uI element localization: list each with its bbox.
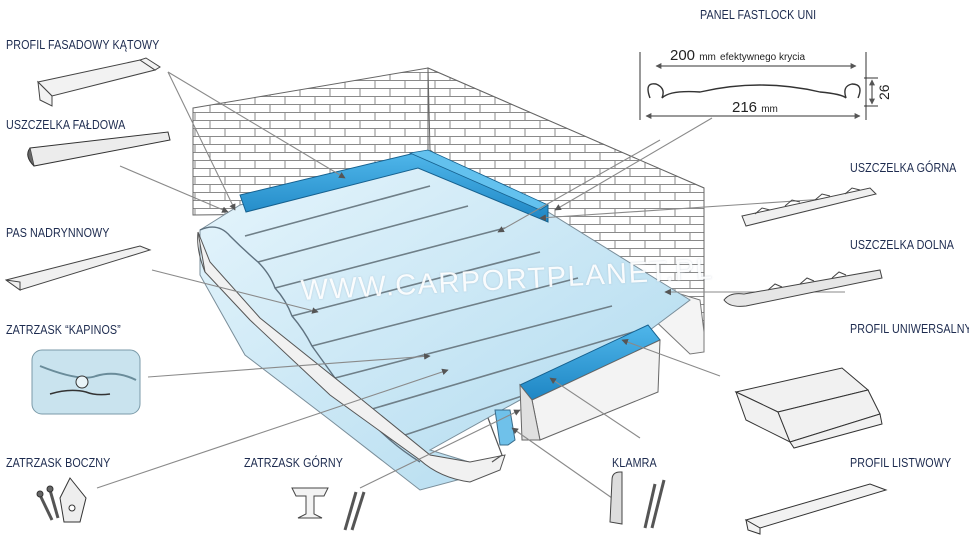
- label-profil-uniwersalny: PROFIL UNIWERSALNY: [850, 322, 969, 336]
- uszczelka-dolna-thumbnail: [723, 269, 883, 307]
- label-uszczelka-dolna: USZCZELKA DOLNA: [850, 238, 955, 252]
- panel-height-label: 26: [876, 84, 892, 100]
- width-unit: mm: [761, 104, 778, 115]
- label-uszczelka-gorna: USZCZELKA GÓRNA: [850, 161, 957, 175]
- label-panel-fastlock: PANEL FASTLOCK UNI: [700, 8, 817, 22]
- profil-fasadowy-thumbnail: [36, 57, 161, 107]
- label-profil-fasadowy: PROFIL FASADOWY KĄTOWY: [6, 38, 160, 52]
- panel-cross-section: [639, 52, 878, 120]
- cover-caption: efektywnego krycia: [720, 52, 806, 63]
- profil-uniwersalny-thumbnail: [734, 367, 883, 449]
- uszczelka-faldowa-thumbnail: [27, 131, 171, 167]
- side-snap-detail: [487, 409, 516, 463]
- label-pas-nadrynnowy: PAS NADRYNNOWY: [6, 226, 110, 240]
- label-zatrzask-gorny: ZATRZASK GÓRNY: [244, 456, 343, 470]
- klamra-thumbnail: [609, 471, 666, 529]
- profil-listwowy-thumbnail: [744, 483, 888, 535]
- label-zatrzask-boczny: ZATRZASK BOCZNY: [6, 456, 111, 470]
- width-value: 216: [732, 99, 758, 116]
- zatrzask-gorny-thumbnail: [291, 487, 366, 531]
- cover-unit: mm: [699, 52, 716, 63]
- pas-nadrynnowy-thumbnail: [4, 245, 152, 291]
- uszczelka-gorna-thumbnail: [741, 187, 877, 227]
- zatrzask-boczny-thumbnail: [36, 477, 87, 523]
- zatrzask-kapinos-thumbnail: [31, 349, 141, 415]
- label-uszczelka-faldowa: USZCZELKA FAŁDOWA: [6, 118, 126, 132]
- gutter: [197, 231, 506, 483]
- cover-value: 200: [670, 47, 696, 64]
- label-profil-listwowy: PROFIL LISTWOWY: [850, 456, 952, 470]
- label-zatrzask-kapinos: ZATRZASK “KAPINOS”: [6, 323, 121, 337]
- cover-width-label: 200 mm efektywnego krycia: [670, 47, 805, 64]
- blue-wall-profile: [239, 149, 549, 223]
- panel-width-label: 216 mm: [732, 99, 778, 116]
- label-klamra: KLAMRA: [612, 456, 657, 470]
